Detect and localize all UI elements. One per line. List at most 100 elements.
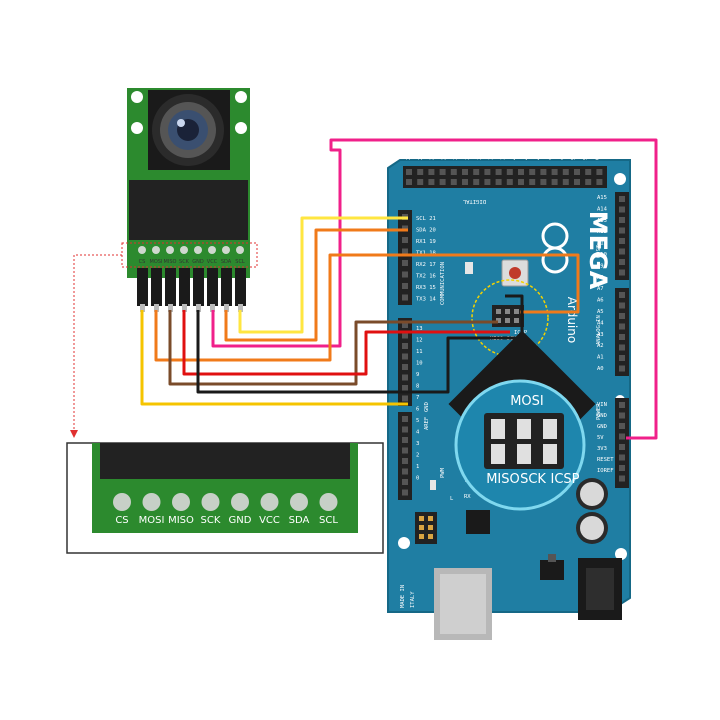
power-pin-label: GND [597,413,607,419]
power-pin-label: GND [597,424,607,430]
header-hole [495,169,502,175]
header-hole [562,169,569,175]
header-hole [619,344,625,351]
pwm-pin-label: 9 [416,372,419,378]
communication-label: COMMUNICATION [440,262,446,305]
icsp-zoom: MOSI MISO SCK ICSP [454,379,586,511]
icsp-mosi-label: MOSI [510,394,544,409]
header-hole [402,271,408,278]
analog-pin-label: A8 [597,275,604,281]
analog-pin-label: A12 [597,229,607,235]
header-hole [619,217,625,223]
header-hole [619,206,625,213]
zoom-pin-label: MISO [168,515,194,526]
header-pin-tip [182,304,187,312]
icsp-icsp-label: ICSP [550,472,579,487]
pin-zoom-pads [113,493,338,511]
power-jack-inner [586,568,614,610]
header-pin-tip [196,304,201,312]
header-hole [551,179,558,185]
analog-pin-label: A13 [597,218,607,224]
zoom-pin-label: VCC [259,515,280,526]
header-hole [402,260,408,266]
header-hole [562,179,569,185]
module-chip [129,180,248,240]
pin-zoom-chip [100,443,350,479]
header-hole [619,444,625,450]
header-hole [402,479,408,485]
usb-inner [440,574,486,634]
pwm-pin-label: 6 [416,407,419,413]
top-pin-label: 22 [406,153,412,160]
comm-pin-label: TX2 16 [416,274,436,280]
mount-hole [398,537,410,549]
header-hole [406,169,412,175]
header-hole [540,179,547,185]
header-hole [417,169,424,175]
top-pin-label: 32 [465,153,471,160]
analog-in-label: ANALOG IN [596,315,602,345]
wire-vcc-pink [211,138,658,440]
header-hole [484,179,491,185]
analog-pin-label: A3 [597,332,604,338]
analog-pin-label: A0 [597,366,604,372]
header-hole [402,489,408,496]
header-pin-tip [238,304,243,312]
module-pin-label: CS [139,259,146,265]
header-hole [619,269,625,276]
module-pads [138,246,244,254]
header-hole [417,179,424,185]
mount-hole [615,548,627,560]
header-pin [419,516,424,521]
header-pin-tip [224,304,229,312]
header-pin [165,268,176,306]
header-hole [402,237,408,243]
header-hole [402,294,408,301]
header-hole [402,458,408,464]
header-hole [619,454,625,461]
led [465,262,473,274]
header-hole [619,465,625,471]
header-hole [574,179,580,185]
header-hole [506,169,513,175]
analog-pin-label: A4 [597,320,604,326]
pwm-pin-label: 1 [416,464,419,470]
zoom-pin-label: GND [229,515,252,526]
zoom-pad [201,493,220,511]
header-hole [402,437,408,443]
top-pin-label: 36 [489,153,495,160]
header-pin [419,534,424,539]
icsp-pin [514,309,519,314]
comm-pin-label: TX3 14 [416,297,437,303]
icsp-pin [514,318,519,323]
header-hole [540,169,547,175]
icsp-pin [505,309,510,314]
module-pin-label: VCC [207,259,218,265]
icsp-sck-label: SCK [520,472,546,487]
header-pin [179,268,190,306]
module-pad [208,246,216,254]
zoom-pin-label: CS [115,515,128,526]
top-pin-label: 24 [418,153,424,160]
top-pin-label: 52 [583,153,589,160]
pin-zoom-box [66,442,384,554]
header-hole [402,447,408,454]
version-label: 2560 [594,245,600,258]
comm-header [398,210,412,305]
header-hole [402,343,408,349]
header-hole [619,412,625,419]
zoom-pointer-line [73,254,122,433]
header-pin [137,268,148,306]
icsp-zoom-pin [543,419,557,439]
small-header-2x3 [415,512,437,544]
module-pad [166,246,174,254]
zoom-pointer-arrow [70,430,78,438]
wire-mosi-orange [154,253,580,362]
header-pin-tip [140,304,145,312]
header-pins [406,169,603,185]
reset-button-cap[interactable] [509,267,521,279]
power-label: POWER [596,403,602,420]
header-hole [450,179,457,185]
